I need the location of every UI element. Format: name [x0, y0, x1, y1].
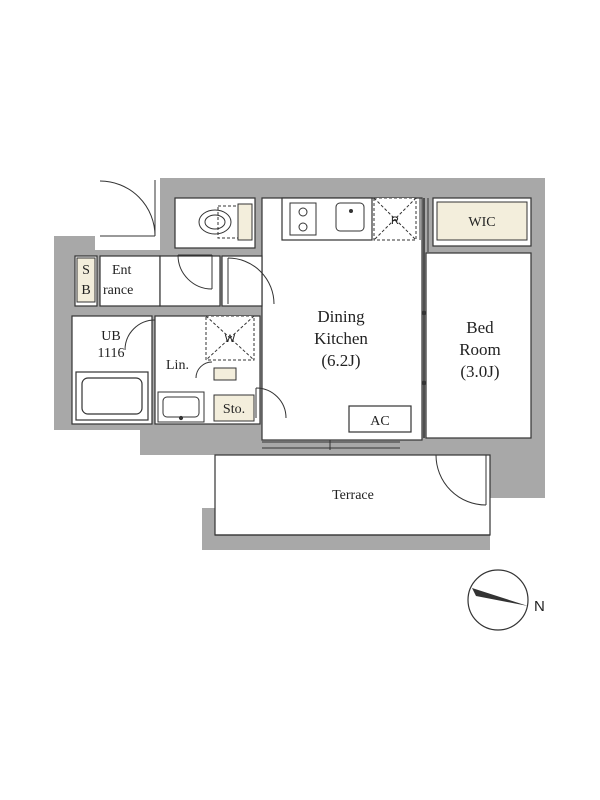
bath-door [124, 319, 156, 351]
ac-label: AC [370, 414, 389, 429]
bedroom-area-label: (3.0J) [460, 362, 499, 381]
unit-bath-label-2: 1116 [98, 346, 125, 361]
terrace-sliding-door[interactable] [262, 440, 400, 450]
wic-shelf [436, 201, 528, 241]
bed-label: Bed [466, 318, 494, 337]
bathtub-icon [75, 371, 149, 421]
compass: N [467, 569, 545, 631]
compass-ring [467, 569, 529, 631]
compass-north-label: N [534, 598, 545, 615]
kitchen-label: Kitchen [314, 329, 368, 348]
linen-shelf [213, 367, 237, 381]
refrigerator-label: R [391, 215, 399, 227]
room-label: Room [459, 340, 501, 359]
bedroom-terrace-door [435, 454, 487, 506]
kitchen-door [227, 257, 275, 305]
toilet-tank [237, 203, 253, 241]
shoebox-label-2: B [81, 283, 90, 298]
entrance-door [99, 180, 156, 237]
storage-box [213, 394, 255, 422]
air-conditioner-box [348, 405, 412, 433]
dining-label: Dining [317, 307, 365, 326]
refrigerator-icon [373, 197, 417, 241]
toilet-icon [198, 205, 239, 239]
entrance-label-2: rance [103, 283, 133, 298]
shoe-box [76, 257, 96, 303]
stove-icon [289, 202, 317, 236]
compass-needle-icon [472, 588, 528, 606]
linen-door [195, 361, 213, 379]
wic-label: WIC [468, 215, 495, 230]
washbasin-icon [157, 391, 205, 423]
unit-bath-label-1: UB [101, 329, 120, 344]
kitchen-counter [281, 197, 373, 241]
shoebox-label-1: S [82, 263, 90, 278]
dining-area-label: (6.2J) [321, 351, 360, 370]
washer-label: W [225, 333, 236, 345]
sink-icon [335, 202, 365, 232]
entrance-label-1: Ent [112, 263, 132, 278]
terrace-label: Terrace [332, 488, 374, 503]
linen-label: Lin. [166, 358, 189, 373]
storage-label: Sto. [223, 402, 245, 417]
washer-icon [205, 315, 255, 361]
storage-door [255, 387, 287, 419]
toilet-door [177, 254, 213, 290]
